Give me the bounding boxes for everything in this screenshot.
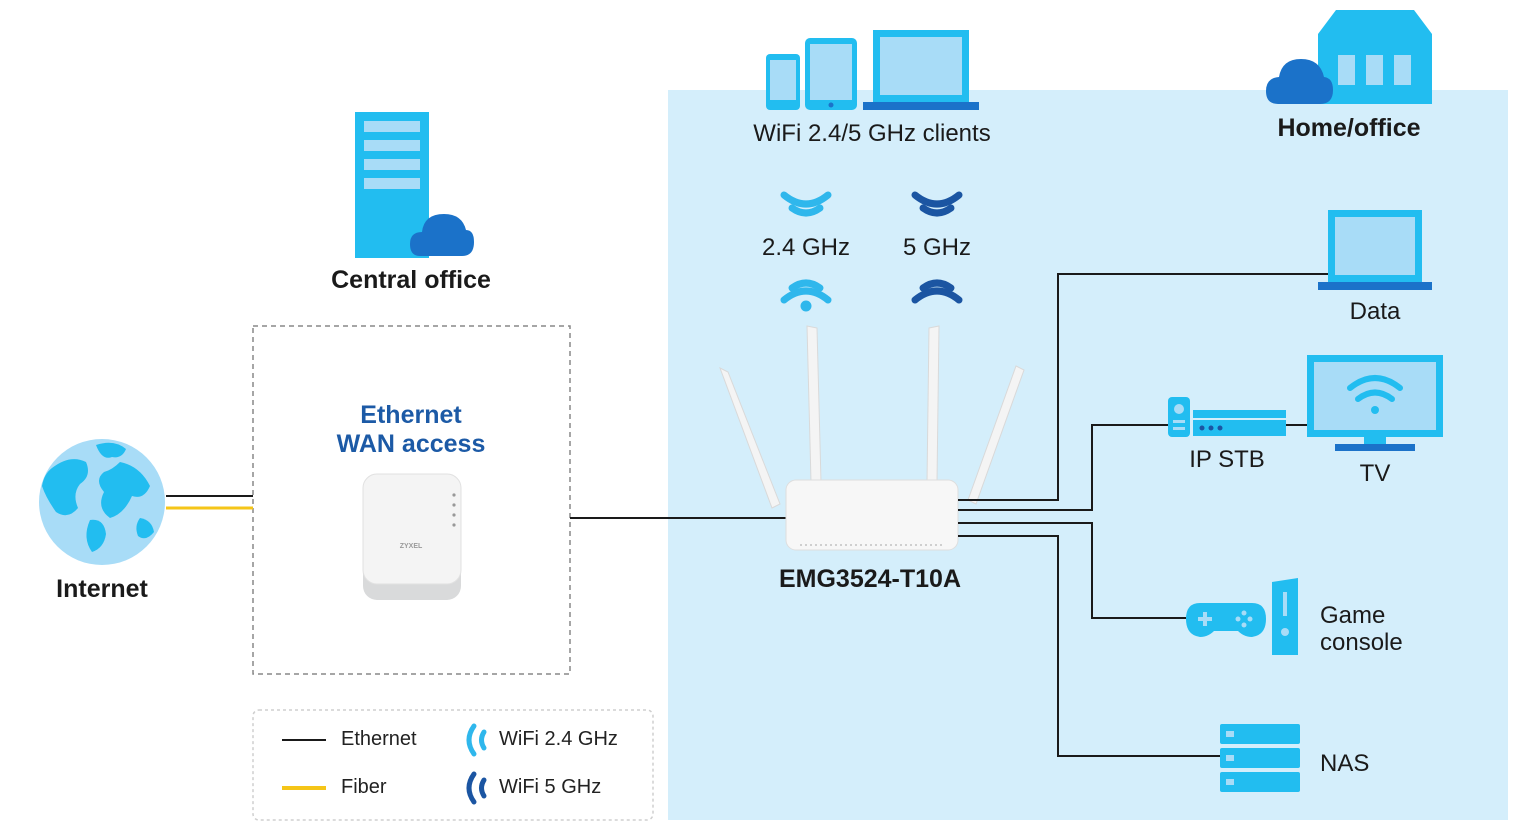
- wifi-24-icon: [780, 191, 832, 217]
- legend-ethernet-label: Ethernet: [341, 728, 417, 750]
- laptop-icon: [1318, 210, 1432, 290]
- legend-wifi5-icon: [466, 771, 487, 805]
- remote-icon: [1168, 397, 1190, 437]
- wan-access-box: [252, 325, 571, 675]
- band-24-label: 2.4 GHz: [761, 234, 851, 261]
- tv-label: TV: [1359, 460, 1391, 487]
- legend-wifi24-icon: [466, 723, 487, 757]
- phone-icon: [766, 54, 800, 110]
- cloud-icon: [1266, 59, 1333, 104]
- band-5-label: 5 GHz: [902, 234, 972, 261]
- console-icon: [1272, 578, 1298, 655]
- router-icon: [719, 325, 1025, 551]
- legend-fiber-label: Fiber: [341, 776, 387, 798]
- game-label-line2: console: [1320, 629, 1403, 656]
- house-icon: [1318, 10, 1432, 104]
- ethernet-link-game: [958, 522, 1186, 619]
- ont-icon: [362, 473, 462, 600]
- ont-brand-label: ZYXEL: [399, 543, 423, 550]
- home-office-label: Home/office: [1277, 114, 1421, 142]
- gamepad-icon: [1186, 603, 1266, 637]
- internet-label: Internet: [56, 575, 148, 603]
- tv-icon: [1307, 355, 1443, 451]
- ethernet-link-data: [958, 273, 1328, 501]
- wifi-clients-label: WiFi 2.4/5 GHz clients: [753, 120, 991, 147]
- nas-icon: [1220, 724, 1300, 792]
- ethernet-link-stb: [958, 424, 1168, 511]
- wifi-5-icon: [911, 191, 963, 217]
- server-icon: [355, 112, 429, 258]
- game-label-line1: Game: [1320, 602, 1386, 629]
- ethernet-link-nas: [958, 535, 1220, 757]
- ip-stb-label: IP STB: [1189, 446, 1265, 473]
- wan-title-line1: Ethernet: [360, 401, 462, 429]
- data-label: Data: [1349, 298, 1401, 325]
- set-top-box-icon: [1193, 410, 1286, 436]
- cloud-icon: [410, 214, 474, 256]
- router-model-label: EMG3524-T10A: [778, 565, 962, 593]
- wifi-24-icon: [780, 279, 832, 312]
- legend-wifi24-label: WiFi 2.4 GHz: [499, 728, 618, 750]
- wan-title-line2: WAN access: [336, 430, 486, 458]
- tablet-icon: [805, 38, 857, 110]
- legend-box: [252, 709, 654, 821]
- globe-icon: [39, 439, 165, 565]
- legend-wifi5-label: WiFi 5 GHz: [499, 776, 602, 798]
- central-office-label: Central office: [331, 266, 491, 294]
- laptop-icon: [863, 30, 979, 110]
- wifi-5-icon: [911, 279, 963, 304]
- nas-label: NAS: [1320, 750, 1370, 777]
